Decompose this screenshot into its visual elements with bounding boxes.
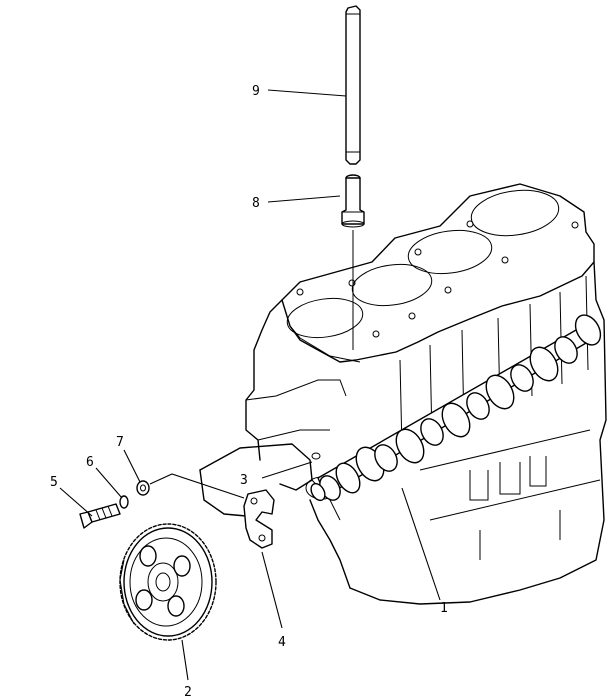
leader-9	[267, 89, 347, 97]
leader-1	[401, 487, 441, 601]
label-part-8: 8	[252, 196, 260, 211]
leader-lines	[59, 89, 441, 681]
label-part-4: 4	[278, 635, 286, 650]
leader-7	[123, 449, 141, 483]
label-part-3: 3	[240, 473, 248, 488]
leader-5	[59, 487, 93, 517]
label-part-1: 1	[440, 601, 448, 616]
tappet	[341, 174, 365, 228]
leader-6	[95, 467, 123, 499]
leader-2	[181, 639, 189, 681]
part-labels: 1 2 3 4 5 6 7 8 9	[50, 84, 448, 700]
leader-3	[261, 461, 313, 479]
leader-8	[267, 195, 341, 203]
cam-gear	[119, 523, 217, 641]
push-rod	[345, 5, 361, 165]
label-part-6: 6	[86, 455, 94, 470]
label-part-2: 2	[184, 685, 192, 700]
thrust-plate	[243, 489, 275, 549]
lock-washer	[119, 495, 129, 509]
engine-block	[199, 183, 607, 605]
label-part-7: 7	[116, 435, 124, 450]
plain-washer	[136, 480, 150, 496]
label-part-9: 9	[252, 84, 260, 99]
label-part-5: 5	[50, 475, 58, 490]
camshaft	[310, 314, 602, 502]
leader-4	[261, 551, 283, 629]
bolt	[79, 503, 121, 529]
